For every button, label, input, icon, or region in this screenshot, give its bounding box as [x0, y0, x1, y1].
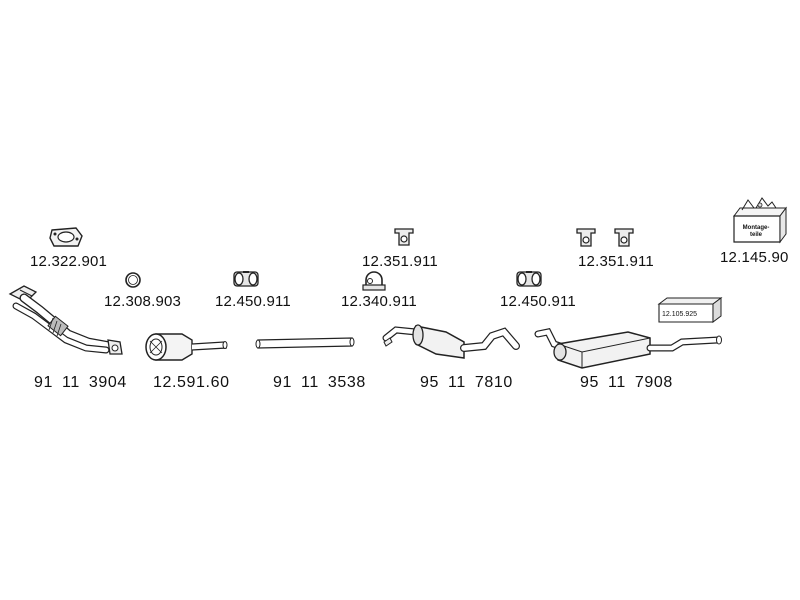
catalyst-drawing: [145, 333, 228, 361]
middle-pipe-drawing: [255, 337, 355, 349]
clamp-b-drawing: [362, 271, 386, 291]
label-mounting-kit: 12.145.90: [720, 249, 789, 266]
kit-label-line2: teile: [749, 232, 762, 238]
kit-label-line1: Montage-: [742, 225, 770, 231]
label-ring: 12.308.903: [104, 293, 182, 310]
label-catalyst: 12.591.60: [153, 374, 230, 391]
small-box-drawing: [657, 297, 723, 323]
clamp-a-drawing: [233, 271, 259, 287]
front-pipe-drawing: [8, 285, 123, 355]
clamp-c-drawing: [516, 271, 542, 287]
mounting-kit-drawing: [733, 197, 787, 244]
label-middle-pipe: 91 11 3538: [273, 374, 366, 391]
hanger-mid-drawing: [394, 228, 414, 246]
hanger-right-drawing: [576, 228, 634, 247]
gasket-flange-drawing: [49, 227, 83, 247]
label-clamp-c: 12.450.911: [500, 293, 576, 310]
ring-drawing: [125, 272, 141, 288]
label-hanger-mid: 12.351.911: [362, 253, 438, 270]
label-rear-silencer: 95 11 7908: [580, 374, 673, 391]
label-middle-silencer: 95 11 7810: [420, 374, 513, 391]
label-gasket-flange: 12.322.901: [30, 253, 108, 270]
rear-silencer-drawing: [534, 328, 722, 369]
mounting-kit-box-text: Montage- teile: [736, 225, 776, 239]
label-clamp-a: 12.450.911: [215, 293, 291, 310]
middle-silencer-drawing: [382, 324, 520, 359]
label-hanger-right: 12.351.911: [578, 253, 654, 270]
label-front-pipe: 91 11 3904: [34, 374, 127, 391]
label-box-part: 12.105.925: [662, 311, 698, 318]
label-clamp-b: 12.340.911: [341, 293, 417, 310]
